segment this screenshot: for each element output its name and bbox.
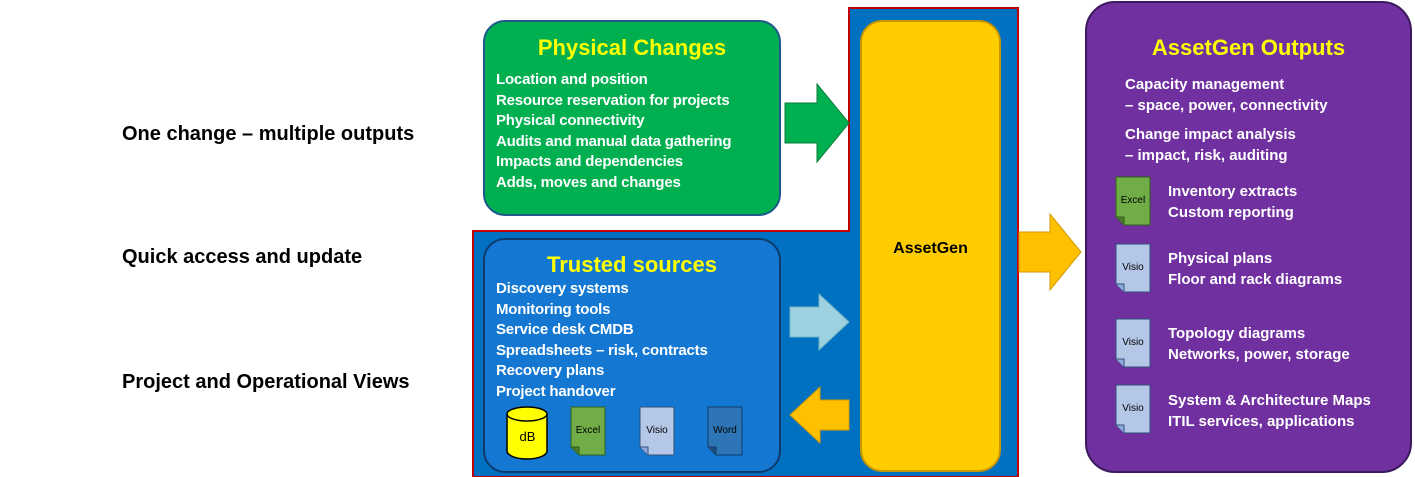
output-line: Custom reporting [1168, 203, 1294, 221]
excel-document-icon: Excel [570, 406, 606, 456]
list-item: Location and position [496, 71, 648, 88]
capacity-line: Capacity management [1125, 76, 1285, 93]
physical-changes-box: Physical Changes Location and position R… [483, 20, 781, 216]
list-item: Monitoring tools [496, 300, 611, 318]
output-line: Inventory extracts [1168, 183, 1298, 200]
physical-changes-title: Physical Changes [537, 35, 727, 60]
output-row-physical-plans: Physical plans Floor and rack diagrams [1168, 249, 1342, 290]
list-item: Discovery systems [496, 280, 629, 297]
assetgen-label: AssetGen [893, 240, 968, 257]
list-item: Project handover [496, 382, 616, 400]
output-icon-label: Visio [1122, 403, 1144, 414]
output-row-topology: Topology diagrams Networks, power, stora… [1168, 324, 1350, 365]
visio-document-icon: Visio [1115, 384, 1151, 434]
output-line: Networks, power, storage [1168, 345, 1350, 363]
capacity-management-text: Capacity management – space, power, conn… [1125, 75, 1328, 116]
label-quick-access: Quick access and update [122, 246, 363, 268]
outputs-title: AssetGen Outputs [1151, 35, 1346, 60]
word-document-icon: Word [707, 406, 743, 456]
arrow-right-green-icon [784, 83, 850, 163]
output-line: Floor and rack diagrams [1168, 270, 1343, 288]
trusted-sources-box: Trusted sources Discovery systems Monito… [483, 238, 781, 473]
list-item: Service desk CMDB [496, 321, 634, 338]
arrow-left-orange-icon [789, 386, 850, 444]
physical-changes-list: Location and position Resource reservati… [496, 70, 731, 193]
output-row-system-maps: System & Architecture Maps ITIL services… [1168, 391, 1371, 432]
database-icon-label: dB [519, 429, 536, 444]
output-icon-label: Visio [1122, 337, 1144, 348]
change-line: Change impact analysis [1125, 126, 1296, 143]
list-item: Adds, moves and changes [496, 173, 681, 191]
output-line: System & Architecture Maps [1168, 392, 1371, 409]
list-item: Spreadsheets – risk, contracts [496, 341, 708, 359]
list-item: Resource reservation for projects [496, 91, 730, 109]
arrow-right-orange-icon [1018, 213, 1082, 291]
output-icon-label: Visio [1122, 262, 1144, 273]
word-icon-label: Word [713, 425, 737, 436]
list-item: Physical connectivity [496, 112, 645, 129]
output-line: ITIL services, applications [1168, 412, 1355, 430]
trusted-sources-list: Discovery systems Monitoring tools Servi… [496, 279, 708, 402]
visio-icon-label: Visio [646, 425, 668, 436]
visio-document-icon: Visio [639, 406, 675, 456]
assetgen-outputs-box: AssetGen Outputs Capacity management – s… [1085, 1, 1412, 473]
assetgen-core-box: AssetGen [860, 20, 1001, 472]
list-item: Audits and manual data gathering [496, 132, 732, 150]
label-one-change: One change – multiple outputs [122, 123, 415, 145]
label-project-views: Project and Operational Views [122, 371, 410, 393]
excel-icon-label: Excel [575, 425, 601, 436]
change-impact-text: Change impact analysis – impact, risk, a… [1125, 125, 1296, 166]
visio-document-icon: Visio [1115, 243, 1151, 293]
capacity-line: – space, power, connectivity [1125, 96, 1328, 114]
list-item: Impacts and dependencies [496, 153, 683, 170]
list-item: Recovery plans [496, 362, 605, 379]
output-line: Physical plans [1168, 250, 1273, 267]
database-icon: dB [505, 405, 550, 461]
output-line: Topology diagrams [1168, 325, 1306, 342]
excel-document-icon: Excel [1115, 176, 1151, 226]
arrow-right-lightblue-icon [789, 293, 850, 351]
output-icon-label: Excel [1120, 195, 1146, 206]
output-row-inventory: Inventory extracts Custom reporting [1168, 182, 1297, 223]
trusted-sources-title: Trusted sources [547, 252, 717, 277]
change-line: – impact, risk, auditing [1125, 146, 1288, 164]
visio-document-icon: Visio [1115, 318, 1151, 368]
